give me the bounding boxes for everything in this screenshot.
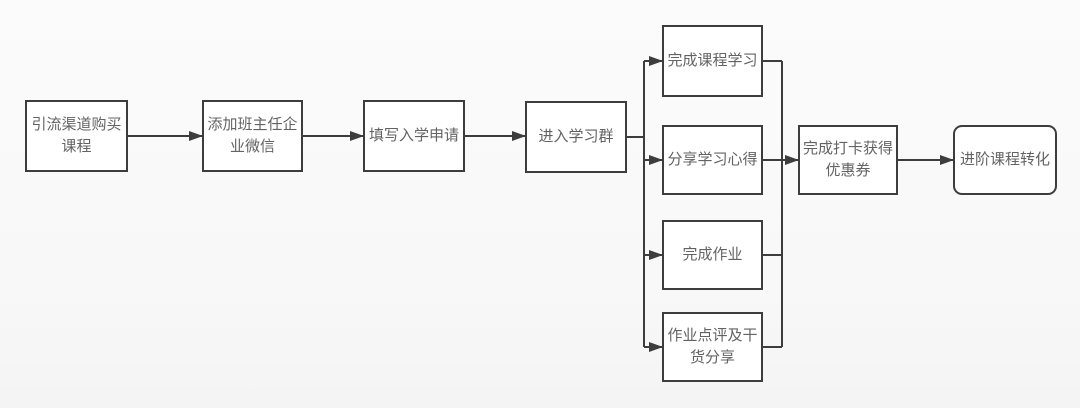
node-label: 进阶课程转化 xyxy=(959,150,1050,168)
node-label: 引流渠道购买课程 xyxy=(31,115,122,156)
node-complete-homework: 完成作业 xyxy=(662,220,763,290)
node-complete-course: 完成课程学习 xyxy=(662,25,763,97)
node-label: 填写入学申请 xyxy=(368,126,459,144)
node-label: 作业点评及干货分享 xyxy=(667,326,758,367)
node-label: 完成课程学习 xyxy=(667,51,758,69)
node-label: 完成作业 xyxy=(682,245,743,263)
node-join-study-group: 进入学习群 xyxy=(525,101,627,173)
node-label: 进入学习群 xyxy=(538,127,614,145)
node-advanced-course-conversion: 进阶课程转化 xyxy=(953,125,1057,195)
node-label: 完成打卡获得优惠券 xyxy=(802,139,893,180)
node-label: 分享学习心得 xyxy=(667,150,758,168)
node-buy-course: 引流渠道购买课程 xyxy=(25,100,128,172)
node-checkin-coupon: 完成打卡获得优惠券 xyxy=(798,125,898,195)
node-add-teacher-wechat: 添加班主任企业微信 xyxy=(202,100,303,172)
node-share-insights: 分享学习心得 xyxy=(662,125,763,195)
node-label: 添加班主任企业微信 xyxy=(207,115,298,156)
node-homework-review-sharing: 作业点评及干货分享 xyxy=(662,312,763,382)
node-fill-application: 填写入学申请 xyxy=(363,100,465,172)
